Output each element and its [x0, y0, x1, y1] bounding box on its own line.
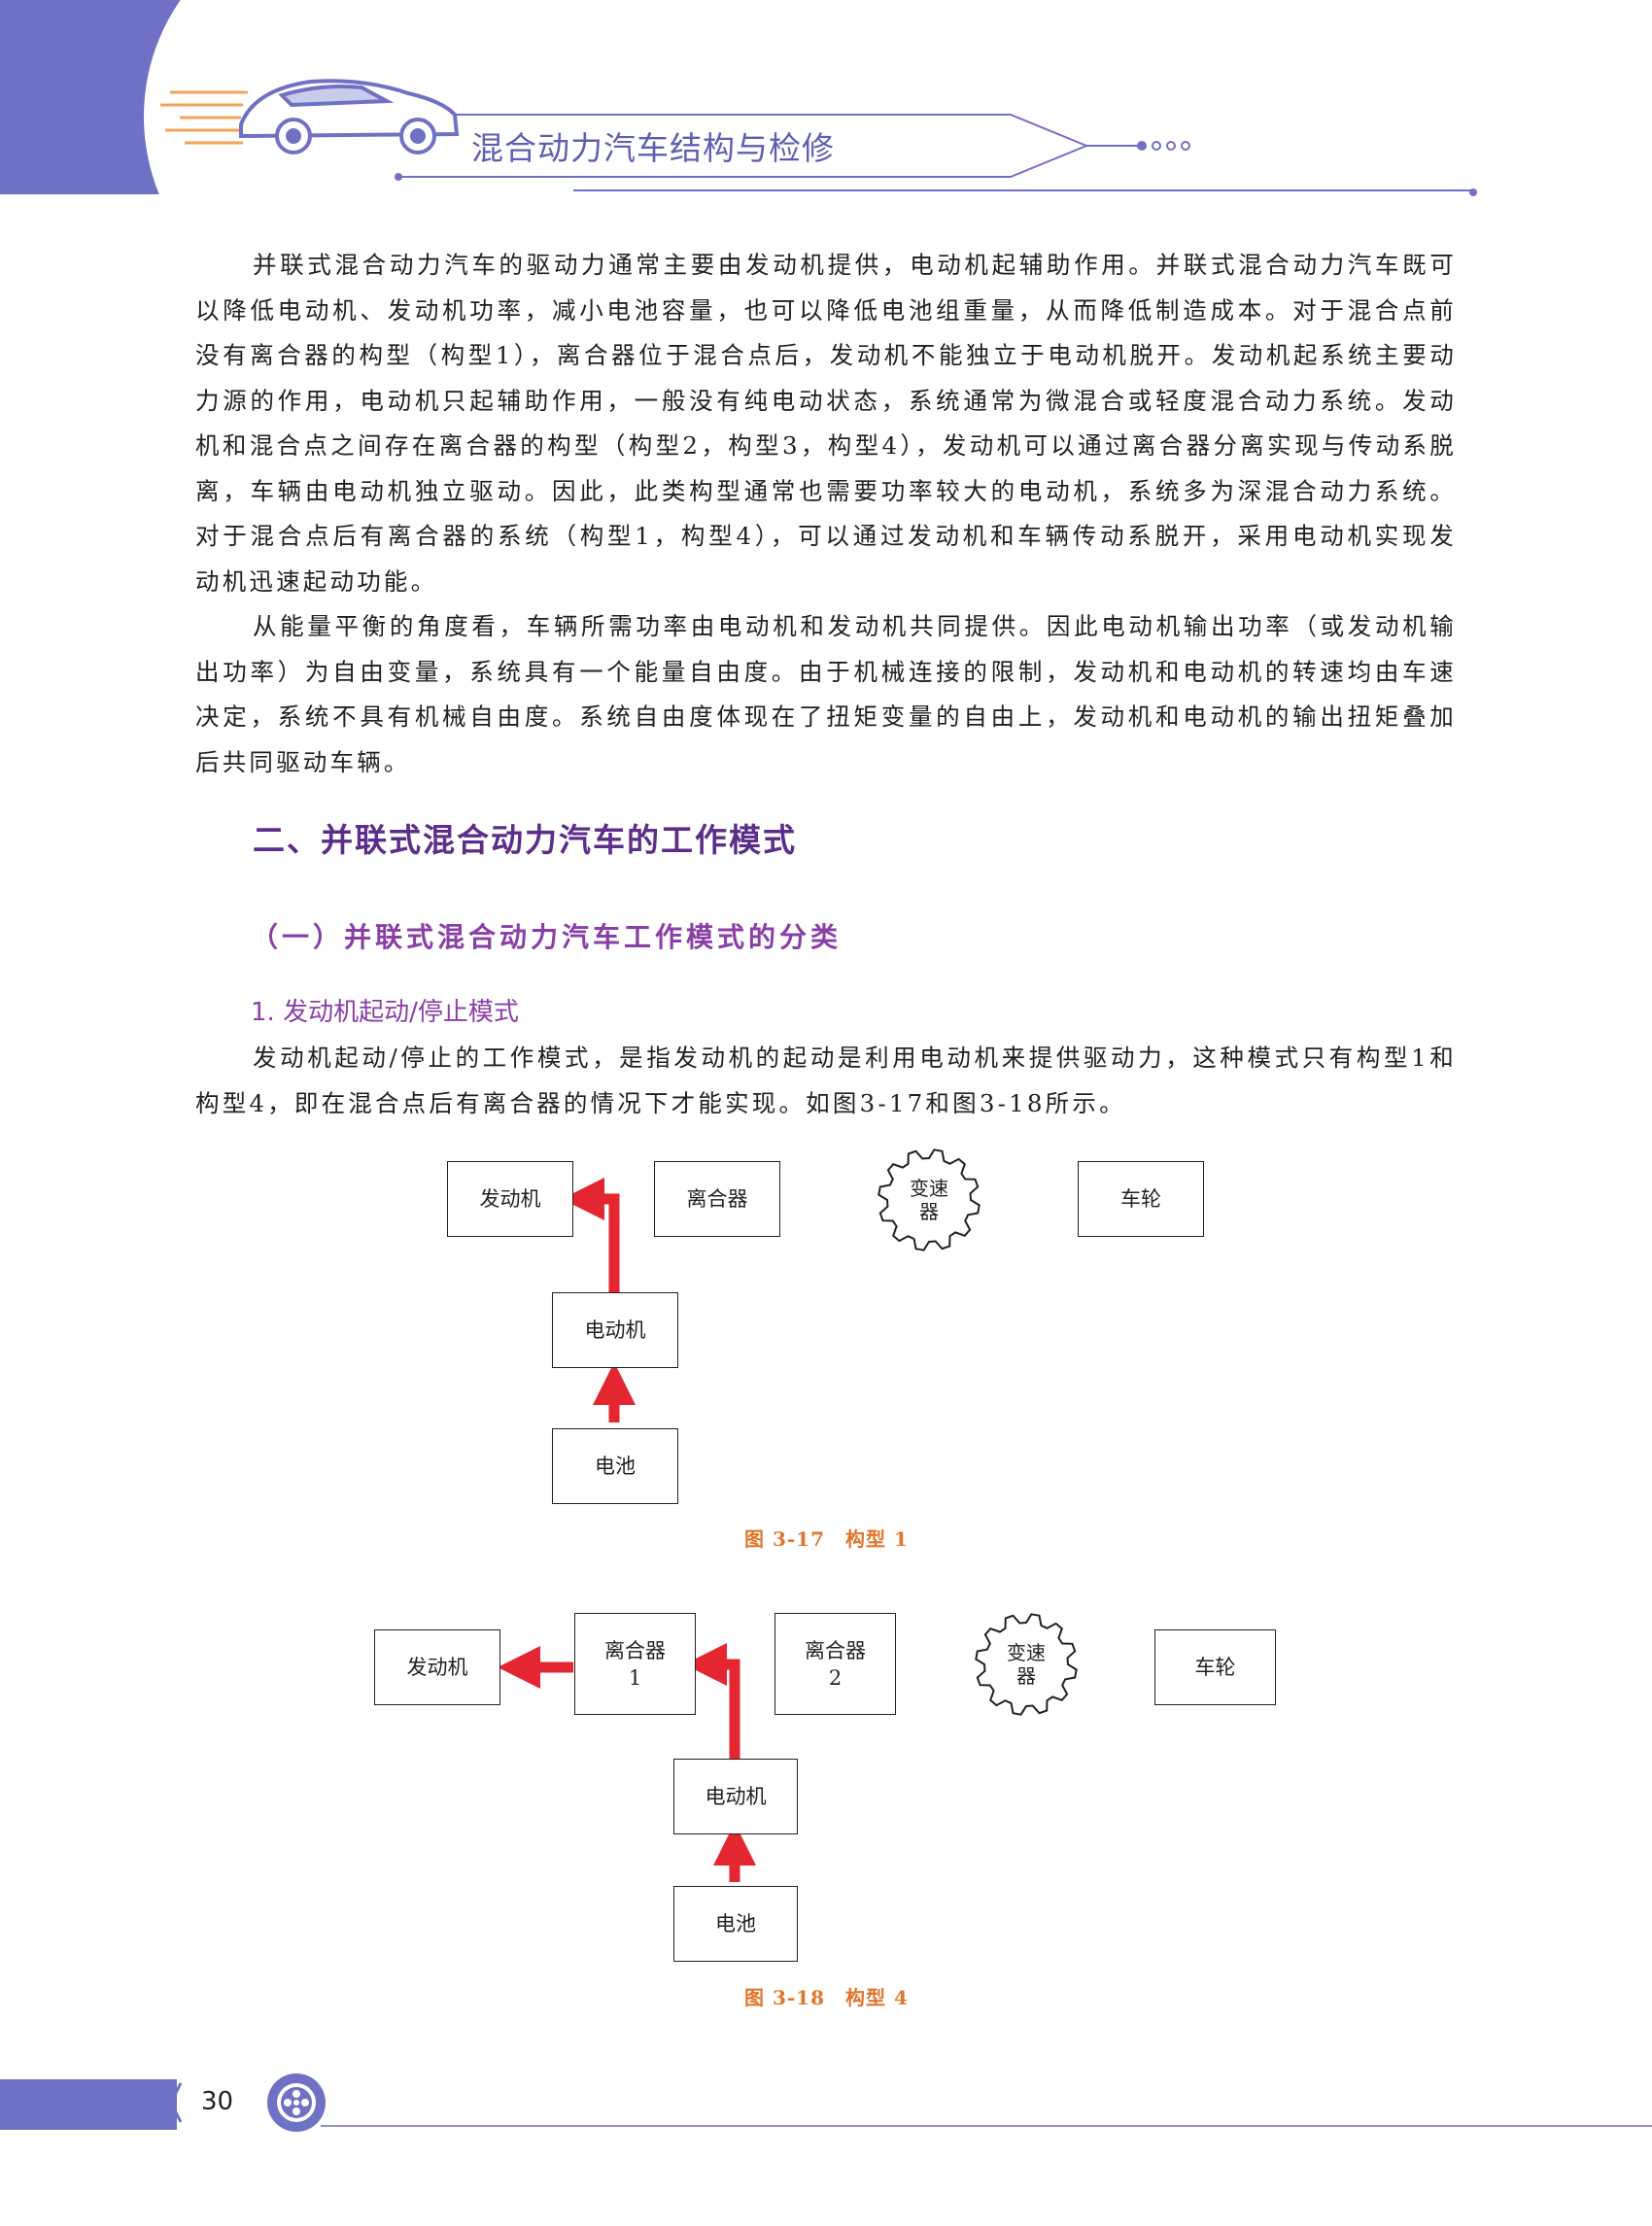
- gearbox-2: 变速 器: [968, 1606, 1084, 1723]
- paragraph-1: 并联式混合动力汽车的驱动力通常主要由发动机提供，电动机起辅助作用。并联式混合动力…: [195, 251, 1457, 596]
- paragraph-3: 发动机起动/停止的工作模式，是指发动机的起动是利用电动机来提供驱动力，这种模式只…: [195, 1044, 1457, 1117]
- header-curve: [144, 0, 552, 321]
- chevron-left-icon: [169, 2082, 183, 2123]
- header-decoration: [160, 79, 1477, 196]
- battery-box: 电池: [552, 1428, 678, 1504]
- footer-decoration: [169, 2073, 1652, 2132]
- clutch2-box: 离合器 2: [774, 1613, 896, 1715]
- gearbox: 变速 器: [871, 1142, 987, 1258]
- topic-heading: 1. 发动机起动/停止模式: [251, 998, 519, 1027]
- gearbox-label: 变速 器: [910, 1177, 948, 1223]
- gear-wheel-icon: [267, 2073, 326, 2132]
- section-heading: 二、并联式混合动力汽车的工作模式: [253, 821, 797, 859]
- motor-box-2: 电动机: [673, 1759, 798, 1834]
- subsection-heading: （一）并联式混合动力汽车工作模式的分类: [251, 921, 843, 953]
- page-number: 30: [201, 2087, 234, 2116]
- gear-icon: [878, 1148, 981, 1251]
- footer-color-band: [0, 2079, 177, 2130]
- motor-to-engine-arrow: [562, 1178, 620, 1292]
- intro-text-block: 发动机起动/停止的工作模式，是指发动机的起动是利用电动机来提供驱动力，这种模式只…: [195, 1036, 1457, 1126]
- figure-caption-2: 图 3-18 构型 4: [744, 1986, 909, 2009]
- wheel-box: 车轮: [1078, 1161, 1204, 1237]
- wheel-box-2: 车轮: [1154, 1629, 1276, 1705]
- motor-to-clutch1-arrow: [684, 1643, 740, 1759]
- body-text-block: 并联式混合动力汽车的驱动力通常主要由发动机提供，电动机起辅助作用。并联式混合动力…: [195, 243, 1457, 785]
- paragraph-2: 从能量平衡的角度看，车辆所需功率由电动机和发动机共同提供。因此电动机输出功率（或…: [195, 612, 1457, 776]
- engine-box-2: 发动机: [374, 1629, 500, 1705]
- gearbox-label-2: 变速 器: [1007, 1641, 1046, 1688]
- figure-caption: 图 3-17 构型 1: [744, 1527, 909, 1551]
- car-icon: [239, 79, 460, 154]
- book-title: 混合动力汽车结构与检修: [471, 129, 835, 167]
- clutch1-box: 离合器 1: [574, 1613, 696, 1715]
- engine-box: 发动机: [447, 1161, 573, 1237]
- battery-box-2: 电池: [673, 1886, 798, 1962]
- gear-icon: [975, 1613, 1078, 1716]
- clutch-box: 离合器: [654, 1161, 780, 1237]
- motor-box: 电动机: [552, 1292, 678, 1368]
